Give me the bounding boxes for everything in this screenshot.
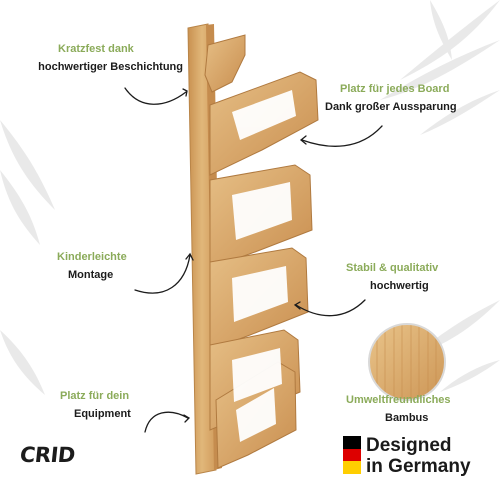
bamboo-swatch-icon	[368, 323, 446, 401]
feature-heading-space-per-board: Platz für jedes Board	[340, 83, 450, 95]
feature-detail-stable-quality: hochwertig	[370, 280, 429, 292]
feature-detail-easy-mounting: Montage	[68, 269, 114, 281]
badge-line-1: Designed	[366, 435, 452, 456]
badge-line-2: in Germany	[366, 456, 471, 477]
curved-arrow-icon	[299, 135, 307, 145]
curved-arrow-icon	[134, 254, 191, 294]
feature-heading-equipment-space: Platz für dein	[60, 390, 130, 402]
curved-arrow-icon	[293, 301, 301, 310]
curved-arrow-icon	[182, 88, 188, 97]
curved-arrow-icon	[183, 414, 191, 423]
feature-heading-scratch-resistant: Kratzfest dank	[58, 43, 134, 55]
germany-flag-icon	[343, 436, 361, 474]
curved-arrow-icon	[295, 299, 366, 317]
curved-arrow-icon	[124, 87, 187, 105]
curved-arrow-icon	[185, 252, 194, 261]
feature-detail-scratch-resistant: hochwertiger Beschichtung	[38, 61, 183, 73]
feature-heading-eco-bamboo: Umweltfreundliches	[346, 394, 451, 406]
brand-logo: CRID	[18, 443, 77, 467]
feature-heading-easy-mounting: Kinderleichte	[57, 251, 127, 263]
feature-detail-equipment-space: Equipment	[74, 408, 131, 420]
curved-arrow-icon	[301, 125, 383, 147]
curved-arrow-icon	[144, 411, 189, 433]
feature-heading-stable-quality: Stabil & qualitativ	[346, 262, 439, 274]
designed-in-germany-badge: Designed in Germany	[366, 435, 471, 477]
feature-detail-space-per-board: Dank großer Aussparung	[325, 101, 457, 113]
feature-detail-eco-bamboo: Bambus	[385, 412, 429, 424]
